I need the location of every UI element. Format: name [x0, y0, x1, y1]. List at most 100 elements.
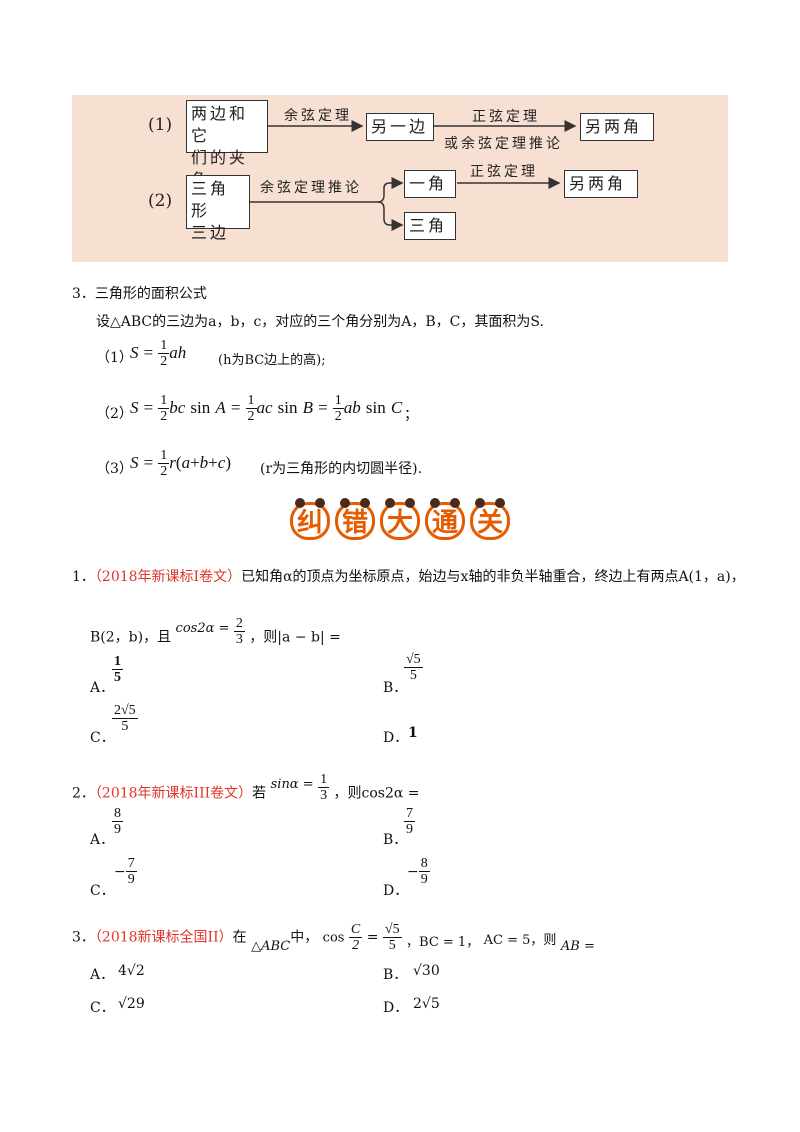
q2-pre: 若 [252, 785, 267, 802]
q1-option-a-label: A． [90, 680, 115, 696]
q3-option-d-label: D． [383, 1000, 409, 1016]
q2-c-num: 7 [125, 856, 137, 872]
q1-source: （2018年新课标I卷文） [94, 569, 242, 585]
q2-b-num: 7 [404, 806, 415, 822]
q3-c-num: C [348, 922, 363, 938]
q3-cos: cos [322, 930, 345, 946]
q2-condition-lhs: sinα = [270, 776, 314, 792]
q1-option-d-label: D． [383, 730, 409, 746]
row2-start-line2: 三边 [191, 223, 230, 242]
q2-c-den: 9 [127, 872, 135, 887]
q2-condition-denominator: 3 [320, 788, 328, 803]
row2-start-box: 三角形 三边 [186, 175, 250, 242]
q3-number: 3． [72, 929, 95, 946]
row2-number: (2) [148, 191, 173, 211]
q1-a-den: 5 [114, 670, 121, 685]
q1-text: 已知角α的顶点为坐标原点，始边与x轴的非负半轴重合，终边上有两点A(1，a)， [241, 569, 745, 585]
row1-mid-box: 另一边 [366, 113, 434, 141]
q1-condition-lhs: cos2α = [175, 620, 230, 636]
diagram-arrows [250, 120, 577, 231]
q2-c-sign: − [114, 864, 126, 880]
q3-option-d[interactable]: 2√5 [413, 996, 440, 1012]
row1-start-box: 两边和它 们的夹角 [186, 100, 268, 189]
q1-option-b-label: B． [383, 680, 408, 696]
section3-heading: 3．三角形的面积公式 [72, 286, 207, 302]
row1-number: (1) [148, 115, 173, 135]
q1-option-d[interactable]: 1 [408, 725, 418, 741]
q3-ac: AC = 5，则 [483, 932, 557, 948]
q2-d-den: 9 [420, 872, 428, 887]
row1-end-box: 另两角 [580, 113, 654, 141]
q3-option-a-label: A． [90, 967, 115, 983]
q2-post: ，则cos2α = [333, 785, 420, 802]
q2-a-den: 9 [114, 822, 121, 837]
row2-start-line1: 三角形 [191, 179, 230, 220]
q2-option-b-label: B． [383, 832, 408, 848]
q3-option-a[interactable]: 4√2 [118, 963, 145, 979]
q1-line2-a: B(2，b)，且 [90, 629, 172, 646]
q2-d-num: 8 [418, 856, 430, 872]
q2-option-d-label: D． [383, 883, 409, 899]
q3-t2: 中， [290, 929, 319, 946]
row1-arrow2-bottom-label: 或余弦定理推论 [444, 136, 563, 152]
q1-c-num: 2√5 [112, 703, 138, 719]
q1-option-c-label: C． [90, 730, 115, 746]
banner-char-5: 关 [470, 498, 510, 540]
q3-option-b[interactable]: √30 [413, 963, 440, 979]
q3-r-num: √5 [382, 922, 402, 938]
q3-t1: 在 [232, 929, 247, 946]
q3-option-c-label: C． [90, 1000, 115, 1016]
q3-ab: AB = [560, 938, 595, 954]
banner-char-2: 错 [335, 498, 375, 540]
row1-arrow2-top-label: 正弦定理 [472, 109, 540, 125]
formula1-note: (h为BC边上的高); [218, 353, 326, 368]
q2-b-den: 9 [406, 822, 413, 837]
q3-option-c[interactable]: √29 [118, 996, 145, 1012]
banner-char-3: 大 [380, 498, 420, 540]
banner-char-1: 纠 [290, 498, 330, 540]
q3-eq: = [366, 929, 379, 946]
q1-number: 1． [72, 569, 95, 585]
row1-arrow1-label: 余弦定理 [284, 108, 352, 124]
formula1-number: （1） [96, 350, 133, 366]
q2-condition-numerator: 1 [318, 772, 330, 788]
q3-option-b-label: B． [383, 967, 408, 983]
formula3-note: (r为三角形的内切圆半径). [260, 461, 423, 477]
q1-c-den: 5 [121, 719, 129, 734]
section3-intro: 设△ABC的三边为a，b，c，对应的三个角分别为A，B，C，其面积为S. [96, 314, 544, 330]
row2-arrow1-label: 余弦定理推论 [260, 180, 362, 196]
q2-number: 2． [72, 785, 95, 802]
q2-a-num: 8 [112, 806, 123, 822]
error-correction-banner: 纠 错 大 通 关 [290, 498, 512, 544]
flow-diagram: (1) 两边和它 们的夹角 余弦定理 另一边 正弦定理 或余弦定理推论 另两角 … [72, 95, 728, 262]
q3-source: （2018新课标全国II） [94, 929, 233, 946]
row2-arrow2-label: 正弦定理 [470, 164, 538, 180]
q1-b-num: √5 [404, 652, 423, 668]
row2-mid-bottom-box: 三角 [404, 212, 456, 240]
q2-option-a-label: A． [90, 832, 115, 848]
row1-start-line1: 两边和它 [191, 104, 249, 145]
q1-line1: 1．（2018年新课标I卷文）已知角α的顶点为坐标原点，始边与x轴的非负半轴重合… [72, 566, 745, 586]
row2-mid-top-box: 一角 [404, 170, 456, 198]
formula3-number: （3） [96, 461, 133, 477]
q3-bc: ，BC = 1， [406, 934, 480, 950]
q2-source: （2018年新课标III卷文） [94, 785, 253, 802]
q1-b-den: 5 [409, 668, 417, 683]
q3-triangle: △ABC [251, 938, 291, 954]
formula2-number: （2） [96, 406, 133, 422]
q1-condition-denominator: 3 [235, 632, 243, 647]
row2-end-box: 另两角 [564, 170, 638, 198]
banner-char-4: 通 [425, 498, 465, 540]
q3-c-den: 2 [352, 938, 360, 953]
